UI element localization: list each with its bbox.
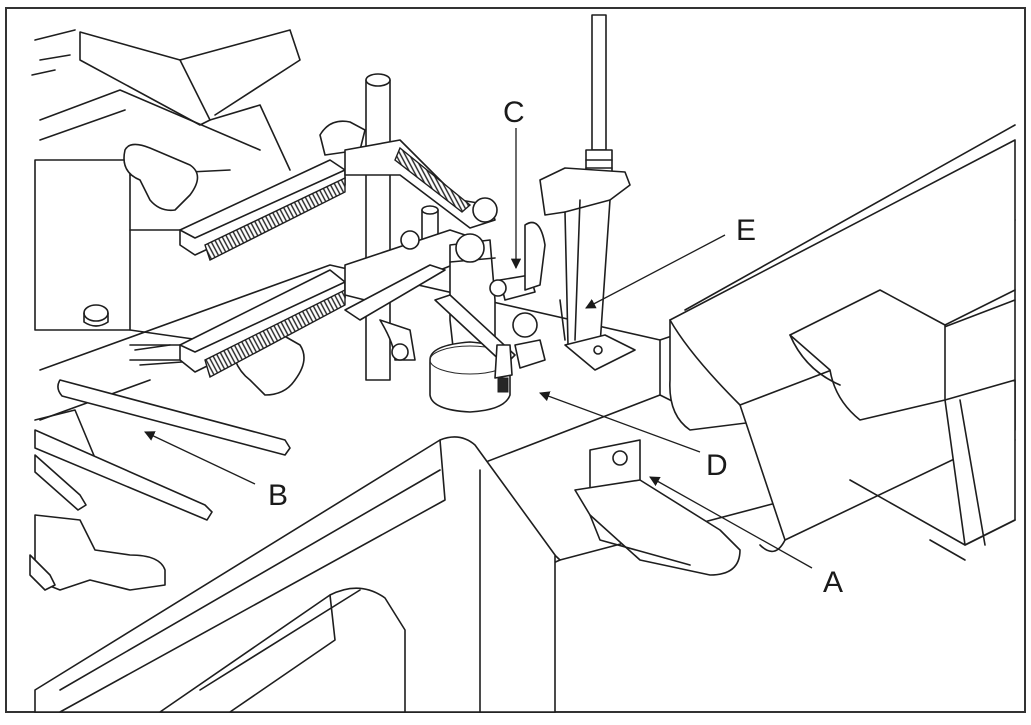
- upper-left-hopper: [31, 29, 301, 171]
- callout-e: E: [736, 214, 756, 247]
- callout-a: A: [823, 566, 843, 599]
- guide-rods: [29, 329, 291, 591]
- callout-b: B: [268, 479, 288, 512]
- sensor-unit: [429, 221, 546, 413]
- leader-e: [585, 234, 726, 309]
- leader-d: [539, 391, 701, 453]
- bracket-a: [574, 439, 741, 576]
- callout-d: D: [706, 449, 728, 482]
- callout-c: C: [503, 96, 525, 129]
- leader-a: [649, 476, 813, 569]
- leader-b: [144, 431, 256, 485]
- cable-bracket-e: [539, 14, 636, 371]
- lower-housing: [34, 436, 556, 713]
- brush-blocks: [129, 159, 346, 379]
- center-post-assembly: [319, 73, 498, 381]
- leader-lines: [144, 128, 813, 569]
- right-channel-housing: [669, 124, 1016, 561]
- left-frame: [34, 143, 305, 591]
